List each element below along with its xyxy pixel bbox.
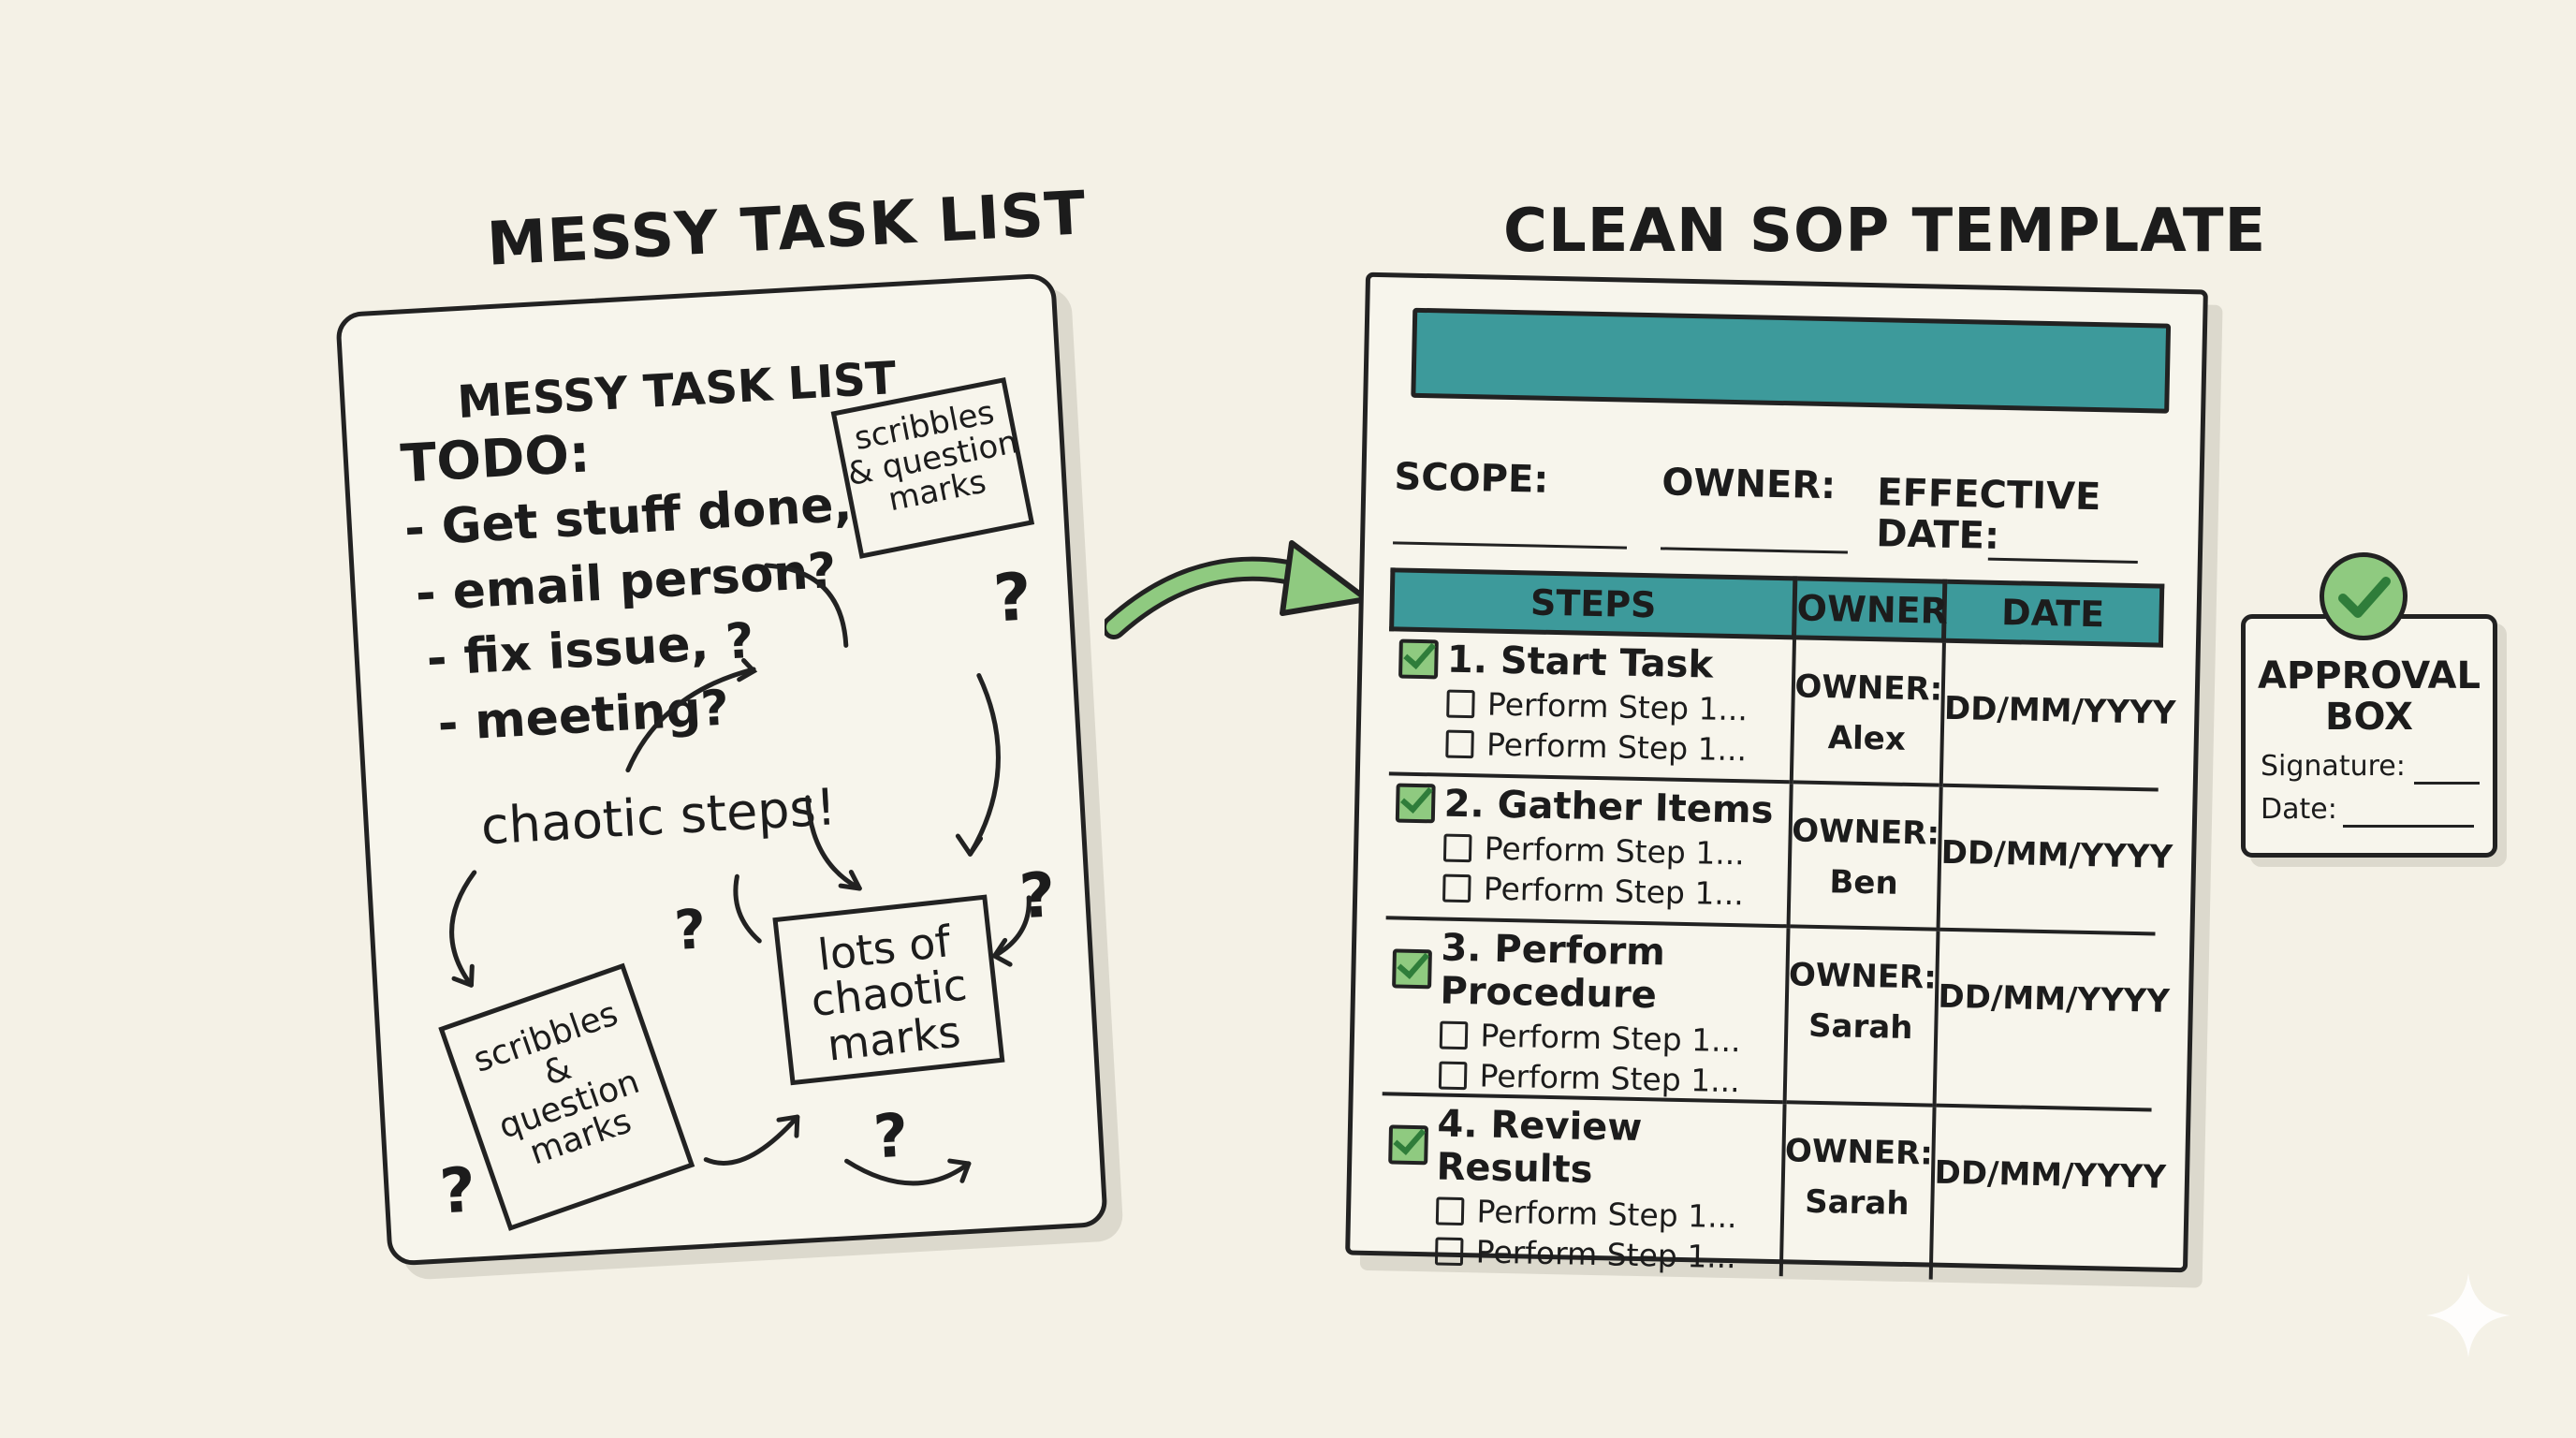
checkbox-icon[interactable] [1442,873,1471,902]
arrow-curve [625,667,756,773]
table-row: 2. Gather Items Perform Step 1... Perfor… [1385,773,2174,934]
step-cell: 1. Start Task Perform Step 1... Perform … [1388,628,1794,783]
step-title: 3. Perform Procedure [1440,926,1666,1018]
owner-cell-label: OWNER: [1791,812,1940,853]
approval-date-label: Date: [2261,793,2337,826]
checkbox-icon[interactable] [1444,729,1474,758]
scribble-arrows [449,563,1032,1186]
date-cell: DD/MM/YYYY [1940,640,2176,790]
date-column-header: DATE [1943,581,2162,646]
arrow-curve [844,1158,972,1186]
date-cell: DD/MM/YYYY [1930,1105,2167,1284]
sop-template-card: SCOPE: OWNER: EFFECTIVE DATE: STEPS OWNE… [1345,271,2208,1284]
checked-checkbox-icon[interactable] [1391,948,1432,990]
date-placeholder: DD/MM/YYYY [1934,1153,2167,1196]
arrow-curve [449,870,477,988]
table-row: 4. Review Results Perform Step 1... Perf… [1378,1093,2167,1284]
owner-field-label: OWNER: [1661,461,1837,508]
date-placeholder: DD/MM/YYYY [1940,833,2174,876]
arrow-curve [947,1158,972,1183]
scope-label: SCOPE: [1394,455,1549,502]
owner-column-header: OWNER [1793,578,1948,641]
effective-date-label: DATE: [1875,512,2000,558]
checked-checkbox-icon[interactable] [1395,783,1436,824]
arrow-curve [737,658,758,682]
checkbox-icon[interactable] [1439,1020,1468,1049]
transform-arrow [1105,540,1369,639]
owner-name: Ben [1829,863,1899,902]
sub-step-label: Perform Step 1... [1475,1233,1737,1276]
sop-steps-table: STEPS OWNER DATE 1. Start Task Perform S… [1376,567,2176,1284]
step-title: 2. Gather Items [1443,782,1774,832]
sub-step-label: Perform Step 1... [1476,1193,1738,1236]
approval-check-icon [2320,552,2408,640]
checkbox-icon[interactable] [1442,833,1472,862]
owner-cell-label: OWNER: [1794,668,1943,709]
arrow-curve [703,1114,800,1166]
arrow-curve [992,895,1032,959]
approval-box: APPROVAL BOX Signature: Date: [2241,614,2497,858]
owner-cell-label: OWNER: [1784,1132,1934,1173]
owner-cell: OWNER: Sarah [1780,1102,1935,1280]
arrow-curve [805,795,862,891]
messy-task-card: MESSY TASK LIST TODO: - Get stuff done, … [335,272,1108,1267]
sub-step-label: Perform Step 1... [1486,685,1749,728]
step-cell: 3. Perform Procedure Perform Step 1... P… [1382,917,1789,1103]
sub-step-label: Perform Step 1... [1486,726,1748,769]
owner-cell-label: OWNER: [1788,956,1938,997]
arrow-curve [451,963,475,988]
effective-date-line [1987,557,2138,565]
arrow-curve [838,869,862,891]
owner-cell: OWNER: Alex [1791,637,1944,785]
sub-step-label: Perform Step 1... [1483,870,1745,913]
step-cell: 4. Review Results Perform Step 1... Perf… [1378,1093,1785,1277]
approval-date-line [2343,825,2474,828]
checkbox-icon[interactable] [1438,1061,1467,1090]
arrow-curve [733,873,762,944]
checkbox-icon[interactable] [1435,1196,1464,1225]
arrow-curve [776,1114,800,1138]
sparkle-icon [2426,1273,2510,1357]
scope-field-line [1393,541,1628,550]
step-cell: 2. Gather Items Perform Step 1... Perfor… [1385,773,1792,927]
arrow-curve [967,673,1001,857]
signature-label: Signature: [2261,750,2406,783]
checked-checkbox-icon[interactable] [1387,1124,1428,1166]
checkbox-icon[interactable] [1434,1236,1464,1266]
arrow-curve [764,563,849,648]
sub-step-label: Perform Step 1... [1479,1057,1741,1100]
table-row: 1. Start Task Perform Step 1... Perform … [1388,628,2176,790]
owner-name: Sarah [1804,1182,1910,1224]
date-cell: DD/MM/YYYY [1934,929,2171,1110]
step-title: 4. Review Results [1436,1102,1643,1192]
approval-title: APPROVAL [2257,654,2481,697]
owner-cell: OWNER: Ben [1788,782,1941,930]
signature-line [2414,782,2480,785]
sub-step-label: Perform Step 1... [1480,1017,1742,1060]
owner-cell: OWNER: Sarah [1784,926,1939,1106]
arrow-curve [992,937,1013,967]
checked-checkbox-icon[interactable] [1398,638,1439,680]
effective-label: EFFECTIVE [1876,471,2101,520]
sop-title-bar [1411,307,2172,414]
date-placeholder: DD/MM/YYYY [1938,977,2171,1020]
approval-title-box: BOX [2325,696,2413,739]
step-title: 1. Start Task [1446,638,1714,687]
owner-field-line [1660,547,1848,554]
sub-step-label: Perform Step 1... [1484,829,1746,873]
date-placeholder: DD/MM/YYYY [1943,689,2176,732]
arrow-curve [955,833,984,857]
owner-name: Sarah [1808,1006,1913,1048]
steps-column-header: STEPS [1391,569,1795,638]
owner-name: Alex [1827,719,1907,758]
date-cell: DD/MM/YYYY [1938,785,2174,934]
checkbox-icon[interactable] [1445,689,1475,718]
arrow-head [1280,540,1369,616]
sop-heading: CLEAN SOP TEMPLATE [1503,197,2267,266]
table-row: 3. Perform Procedure Perform Step 1... P… [1382,917,2171,1110]
messy-list-heading: MESSY TASK LIST [485,179,1089,280]
